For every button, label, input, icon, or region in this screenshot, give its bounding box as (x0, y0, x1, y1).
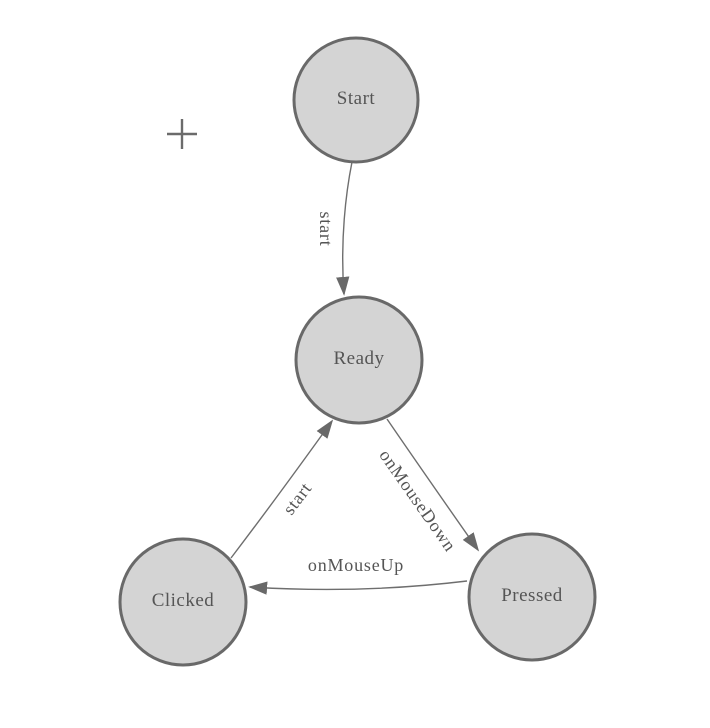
crosshair-icon (167, 119, 197, 149)
edge-label: start (316, 212, 336, 247)
node-circle (467, 532, 597, 662)
edge-path[interactable] (336, 161, 353, 296)
edge-path[interactable] (386, 418, 480, 552)
node-circle (292, 36, 420, 164)
edge-pressed-to-clicked[interactable]: onMouseUp (248, 555, 468, 595)
node-ready[interactable]: Ready (294, 295, 424, 425)
node-circle (294, 295, 424, 425)
edge-label: start (279, 478, 316, 518)
edge-start-to-ready[interactable]: start (316, 161, 353, 296)
edge-path[interactable] (248, 580, 468, 595)
node-circle (118, 537, 248, 667)
edge-ready-to-pressed[interactable]: onMouseDown (375, 418, 480, 556)
edge-label: onMouseUp (308, 555, 404, 575)
node-clicked[interactable]: Clicked (118, 537, 248, 667)
edge-clicked-to-ready[interactable]: start (230, 419, 334, 559)
node-pressed[interactable]: Pressed (467, 532, 597, 662)
node-label: Ready (333, 348, 384, 369)
node-label: Clicked (152, 590, 215, 611)
node-label: Pressed (501, 585, 563, 606)
edge-label: onMouseDown (375, 446, 460, 556)
edge-path[interactable] (230, 419, 334, 559)
node-label: Start (337, 88, 376, 109)
node-start[interactable]: Start (292, 36, 420, 164)
